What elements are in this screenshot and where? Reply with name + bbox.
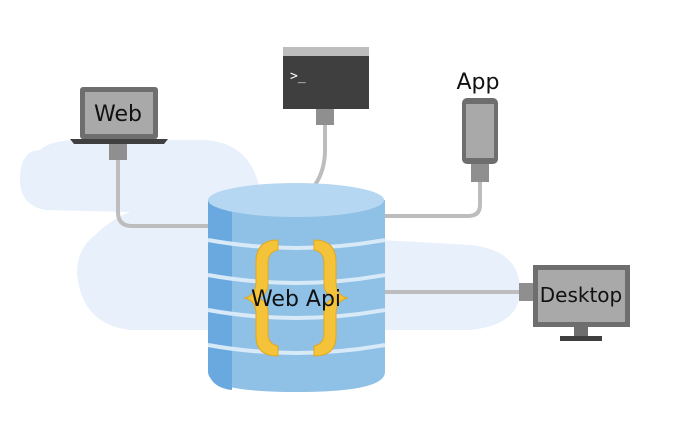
monitor-neck	[574, 327, 588, 336]
web-client: Web	[70, 87, 168, 160]
connector-plug	[316, 109, 334, 125]
web-api-database: Web Api	[207, 183, 386, 392]
terminal-prompt: >_	[290, 69, 306, 84]
curly-braces-icon	[243, 239, 349, 357]
web-api-label: Web Api	[251, 287, 341, 312]
connector-plug	[109, 144, 127, 160]
cable-web	[116, 158, 217, 228]
web-label: Web	[94, 102, 142, 127]
desktop-label: Desktop	[540, 283, 622, 307]
connector-plug	[519, 283, 535, 301]
cable-terminal	[313, 123, 327, 187]
laptop-screen	[85, 92, 153, 134]
app-label: App	[457, 70, 500, 95]
monitor-screen	[538, 270, 625, 322]
laptop-base	[70, 139, 168, 144]
phone-screen	[466, 104, 494, 158]
database-side	[208, 200, 232, 390]
desktop-client: Desktop	[519, 265, 630, 341]
cables	[116, 123, 522, 294]
app-client: App	[457, 70, 500, 182]
connector-plug	[471, 164, 489, 182]
terminal-titlebar	[283, 47, 369, 56]
monitor-stand	[560, 336, 602, 341]
cable-app	[383, 180, 482, 218]
terminal-client: >_	[283, 47, 369, 125]
terminal-icon	[283, 47, 369, 109]
database-bands	[207, 238, 386, 355]
database-top	[208, 183, 384, 217]
